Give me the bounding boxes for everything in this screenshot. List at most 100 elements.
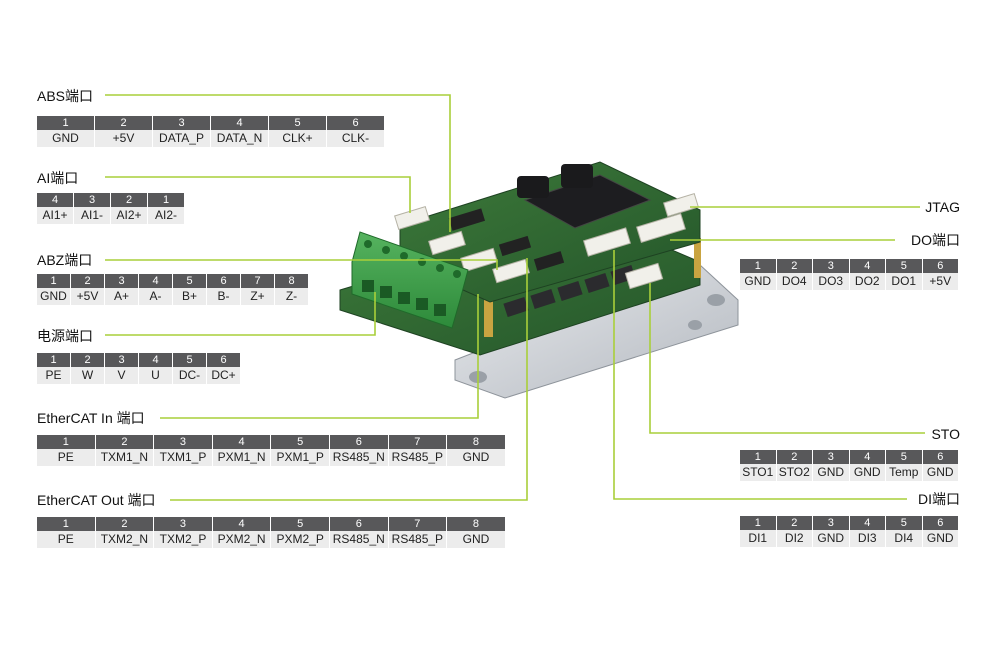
leader-line-ecat-out xyxy=(170,258,528,501)
pin-signal: PE xyxy=(37,449,96,466)
pin-number: 1 xyxy=(37,517,96,531)
pin-signal: DI2 xyxy=(776,530,813,547)
pin-number: 5 xyxy=(269,116,327,130)
mount-hole xyxy=(707,294,725,306)
pin-number: 2 xyxy=(95,435,155,449)
pin-signal: DI3 xyxy=(849,530,886,547)
pin-number: 6 xyxy=(207,274,241,288)
pin-signal: TXM1_P xyxy=(154,449,213,466)
pin-number: 4 xyxy=(849,516,886,530)
connector-title-sto: STO xyxy=(931,426,960,442)
pin-signal: AI2- xyxy=(148,207,185,224)
pin-signal: B- xyxy=(207,288,241,305)
pin-signal: GND xyxy=(37,288,71,305)
pin-signal: W xyxy=(71,367,105,384)
pin-number: 2 xyxy=(71,353,105,367)
terminal-openings xyxy=(362,280,446,316)
pin-number: 5 xyxy=(886,516,923,530)
pin-number: 3 xyxy=(105,274,139,288)
connector-title-ai: AI端口 xyxy=(37,170,79,186)
pin-number: 3 xyxy=(813,259,850,273)
pin-signal: DATA_N xyxy=(211,130,269,147)
pin-signal: U xyxy=(139,367,173,384)
leader-line-ai xyxy=(105,176,411,213)
pin-signal: PXM2_P xyxy=(271,531,330,548)
pin-signal: DO4 xyxy=(776,273,813,290)
pin-signal: AI1- xyxy=(74,207,111,224)
pin-number: 6 xyxy=(329,435,389,449)
pin-number: 3 xyxy=(74,193,111,207)
driver-board-illustration xyxy=(339,161,739,399)
pin-signal: DO2 xyxy=(849,273,886,290)
pin-number: 3 xyxy=(154,435,213,449)
pin-signal: DATA_P xyxy=(153,130,211,147)
pin-signal: DI1 xyxy=(740,530,777,547)
pin-number: 3 xyxy=(154,517,213,531)
small-chip xyxy=(498,235,532,257)
pin-number: 2 xyxy=(776,450,813,464)
pin-number: 4 xyxy=(211,116,269,130)
pin-number: 4 xyxy=(212,435,272,449)
pin-number: 2 xyxy=(776,259,813,273)
pin-signal: GND xyxy=(813,530,850,547)
pin-signal: DO3 xyxy=(813,273,850,290)
pin-signal: STO1 xyxy=(740,464,777,481)
pin-signal: PXM1_P xyxy=(271,449,330,466)
pin-number: 8 xyxy=(447,435,506,449)
pin-signal: GND xyxy=(849,464,886,481)
pin-number: 2 xyxy=(71,274,105,288)
pin-number: 1 xyxy=(740,516,777,530)
pin-number: 5 xyxy=(173,353,207,367)
pin-number: 6 xyxy=(922,259,959,273)
pin-signal: V xyxy=(105,367,139,384)
pin-number: 7 xyxy=(388,517,448,531)
heatsink-block xyxy=(561,164,593,188)
pin-signal: DC- xyxy=(173,367,207,384)
pin-signal: TXM2_N xyxy=(95,531,155,548)
pin-number: 1 xyxy=(740,450,777,464)
pin-signal: GND xyxy=(813,464,850,481)
pin-number: 2 xyxy=(111,193,148,207)
pin-number: 5 xyxy=(886,450,923,464)
pin-number: 4 xyxy=(139,274,173,288)
pin-number: 1 xyxy=(37,353,71,367)
leader-line-power xyxy=(105,292,376,336)
pin-signal: A- xyxy=(139,288,173,305)
pin-signal-row: AI1+AI1-AI2+AI2- xyxy=(37,207,185,224)
pin-signal: DI4 xyxy=(886,530,923,547)
pin-signal: RS485_N xyxy=(329,531,389,548)
pin-number: 6 xyxy=(922,450,959,464)
pin-number: 3 xyxy=(105,353,139,367)
pin-number: 4 xyxy=(139,353,173,367)
pin-number: 4 xyxy=(37,193,74,207)
pin-signal: PE xyxy=(37,531,96,548)
pin-number: 2 xyxy=(95,116,153,130)
pin-signal: GND xyxy=(447,449,506,466)
pin-number: 1 xyxy=(37,274,71,288)
pin-signal: GND xyxy=(922,464,959,481)
pin-signal: RS485_P xyxy=(388,449,448,466)
pin-number: 8 xyxy=(447,517,506,531)
pin-number: 2 xyxy=(776,516,813,530)
pin-signal: TXM1_N xyxy=(95,449,155,466)
leader-lines xyxy=(105,94,925,501)
pin-signal: +5V xyxy=(922,273,959,290)
pin-number: 6 xyxy=(922,516,959,530)
pin-number: 6 xyxy=(329,517,389,531)
pin-signal: B+ xyxy=(173,288,207,305)
pin-number: 7 xyxy=(388,435,448,449)
pin-number: 5 xyxy=(886,259,923,273)
leader-line-abs xyxy=(105,94,451,232)
